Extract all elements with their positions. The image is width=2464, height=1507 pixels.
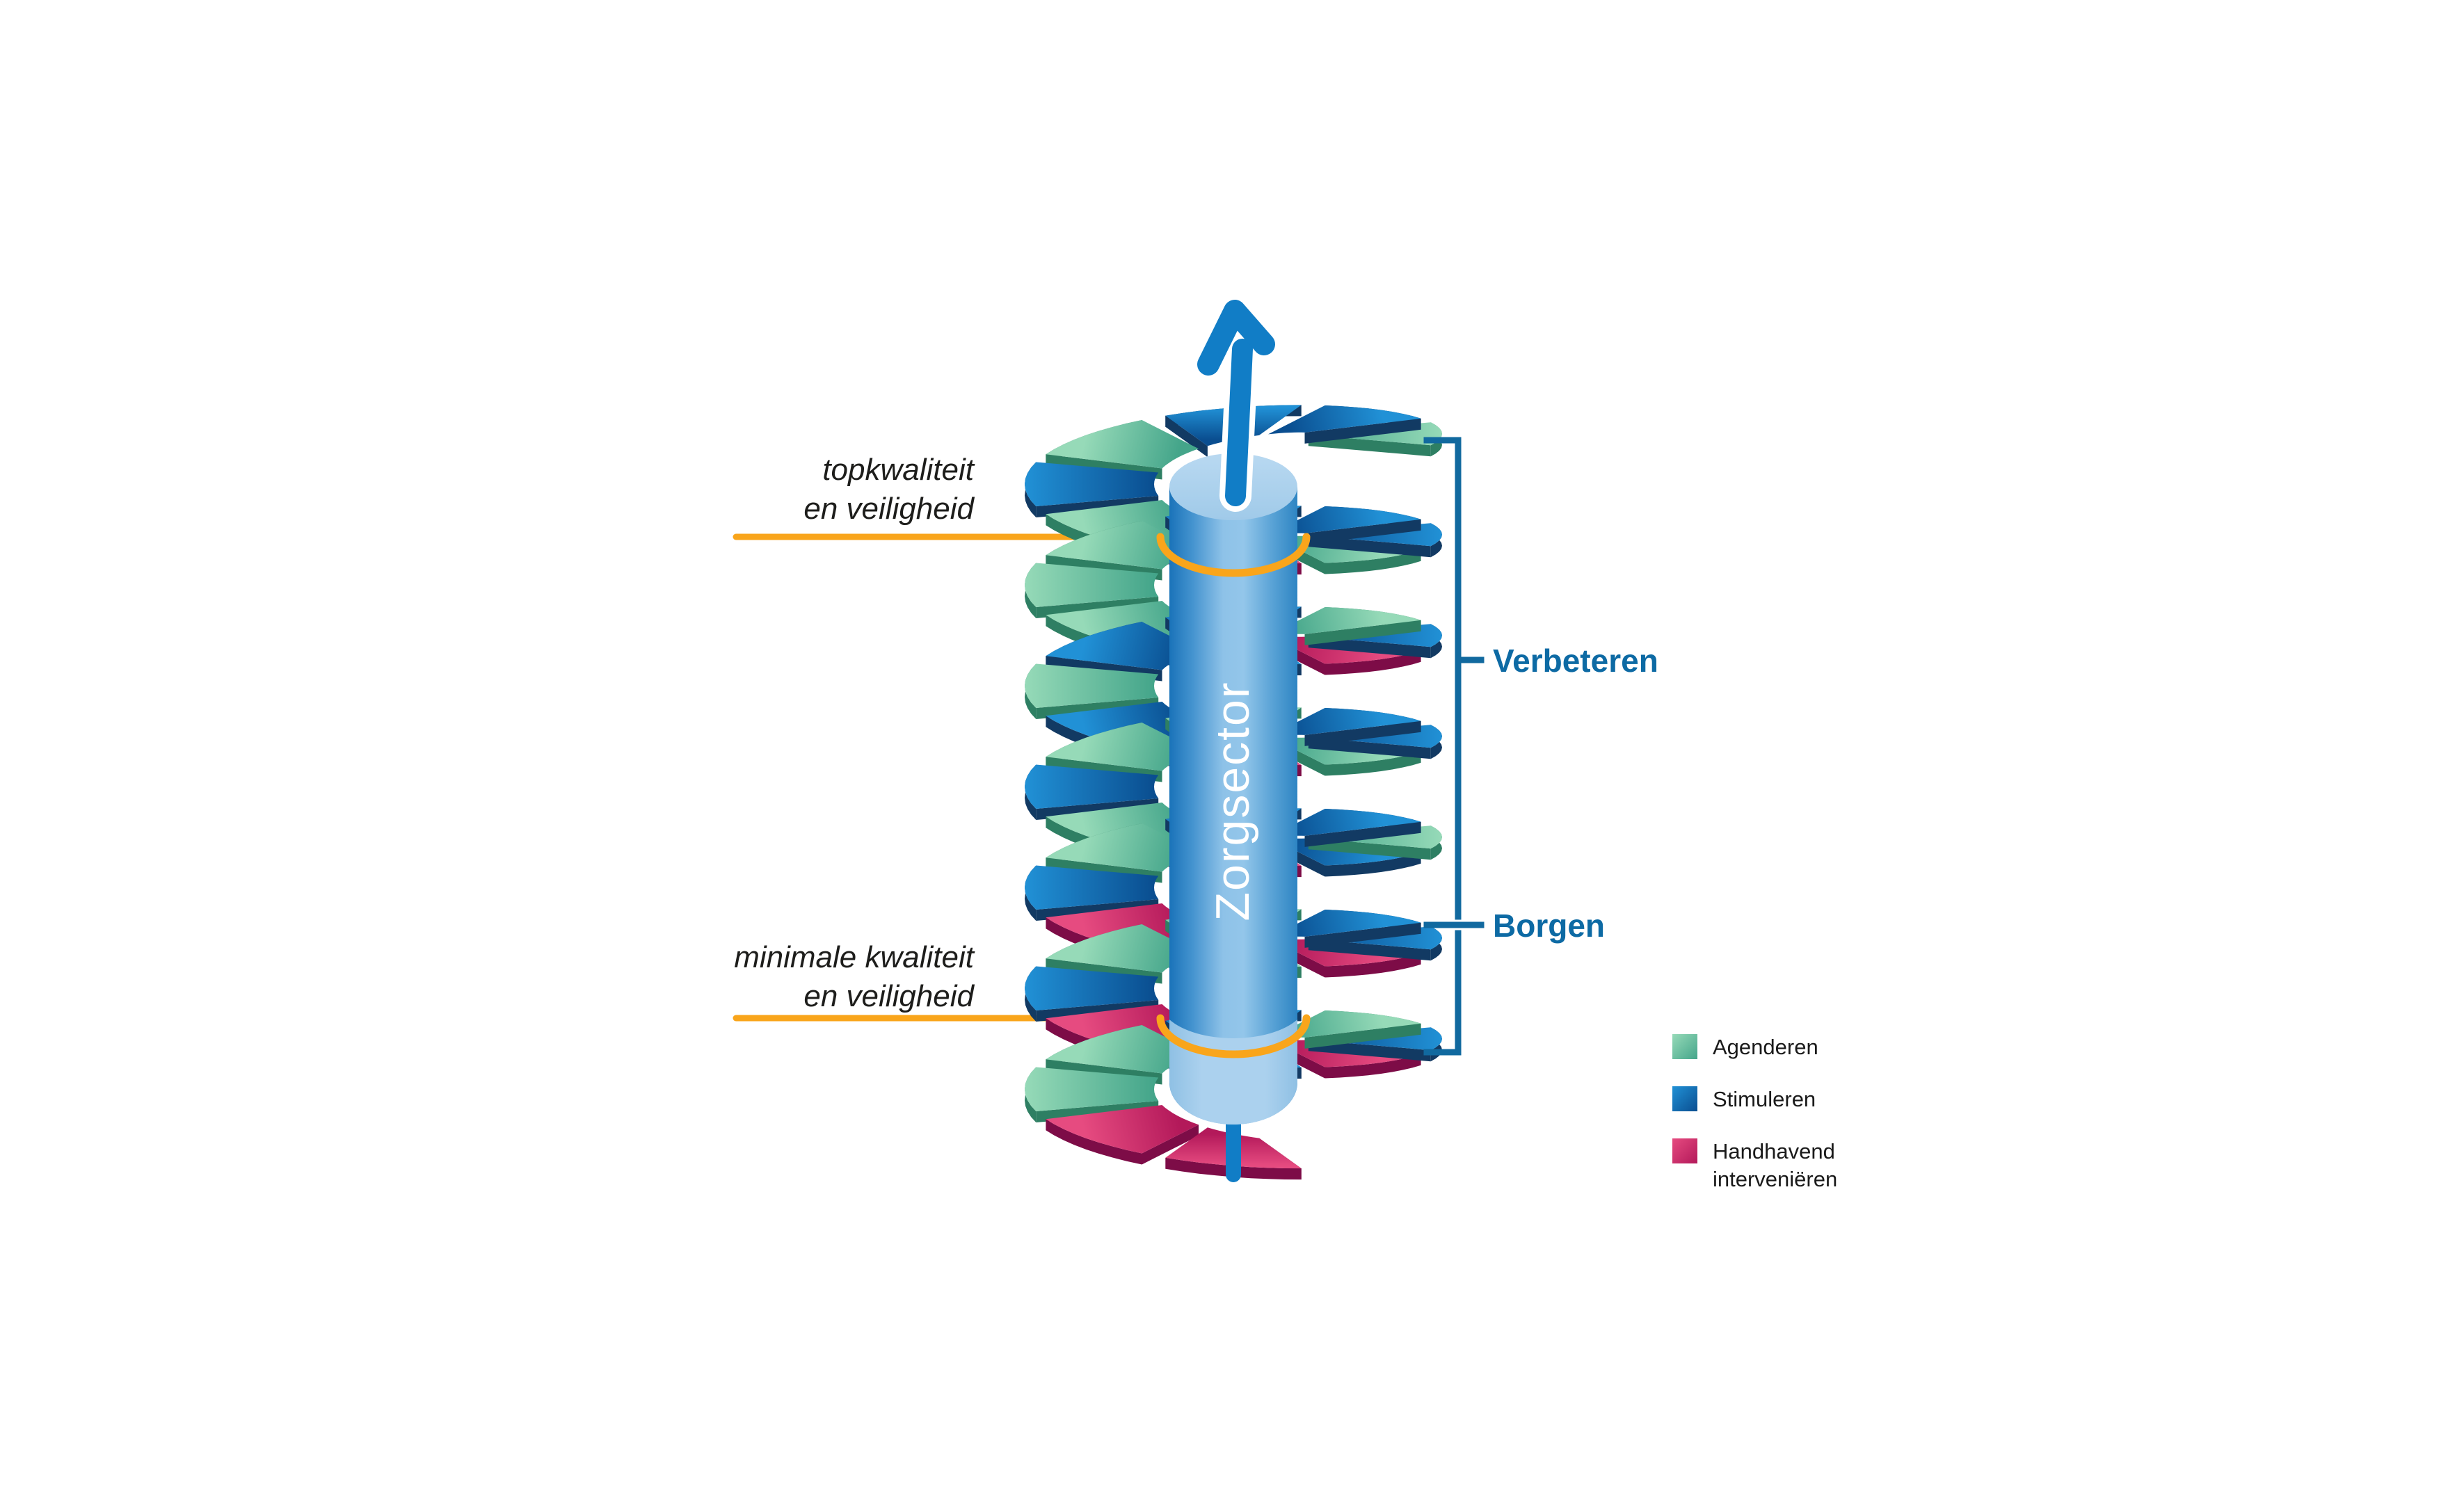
helix-wedge-handhavend bbox=[1046, 1105, 1199, 1165]
helix-wedge-stimuleren bbox=[1268, 506, 1421, 545]
legend-label-handhavend-line1: Handhavend bbox=[1713, 1139, 1835, 1163]
cylinder-bottom-section bbox=[1169, 1020, 1297, 1125]
legend-label-agenderen: Agenderen bbox=[1713, 1035, 1818, 1059]
legend-label-stimuleren: Stimuleren bbox=[1713, 1087, 1816, 1111]
bottom-threshold-line2: en veiligheid bbox=[803, 979, 975, 1013]
zone-label-borgen: Borgen bbox=[1493, 908, 1605, 944]
helix-wedge-stimuleren bbox=[1025, 966, 1159, 1022]
legend-swatch-handhavend bbox=[1672, 1138, 1697, 1163]
up-arrow bbox=[1192, 294, 1281, 512]
legend-label-handhavend-line2: interveniëren bbox=[1713, 1167, 1837, 1191]
bottom-threshold-ring bbox=[1156, 1014, 1311, 1058]
legend: Agenderen Stimuleren Handhavend interven… bbox=[1672, 1034, 1837, 1191]
zone-label-verbeteren: Verbeteren bbox=[1493, 643, 1658, 679]
helix-wedge-stimuleren bbox=[1268, 708, 1421, 746]
top-threshold-line2: en veiligheid bbox=[803, 492, 975, 526]
top-threshold-line1: topkwaliteit bbox=[822, 453, 975, 487]
helix-wedge-agenderen bbox=[1025, 563, 1159, 618]
arrow-head-icon bbox=[1197, 300, 1275, 376]
helix-wedge-agenderen bbox=[1025, 663, 1159, 719]
helix-wedge-stimuleren bbox=[1268, 910, 1421, 948]
helix-wedge-stimuleren bbox=[1268, 405, 1421, 444]
helix-wedge-agenderen bbox=[1268, 1010, 1421, 1049]
bottom-threshold-label: minimale kwaliteit en veiligheid bbox=[734, 940, 975, 1013]
legend-swatch-stimuleren bbox=[1672, 1086, 1697, 1111]
helix-wedge-stimuleren bbox=[1268, 809, 1421, 847]
legend-swatch-agenderen bbox=[1672, 1034, 1697, 1059]
top-threshold-label: topkwaliteit en veiligheid bbox=[803, 453, 975, 526]
zone-bracket bbox=[1423, 437, 1485, 1056]
arrow-shaft bbox=[1225, 339, 1253, 506]
top-threshold-ring bbox=[1156, 533, 1311, 577]
helix-wedge-agenderen bbox=[1268, 607, 1421, 645]
bottom-threshold-line1: minimale kwaliteit bbox=[734, 940, 975, 974]
cylinder-label: Zorgsector bbox=[1206, 682, 1259, 921]
cylinder-body bbox=[1169, 487, 1297, 1125]
